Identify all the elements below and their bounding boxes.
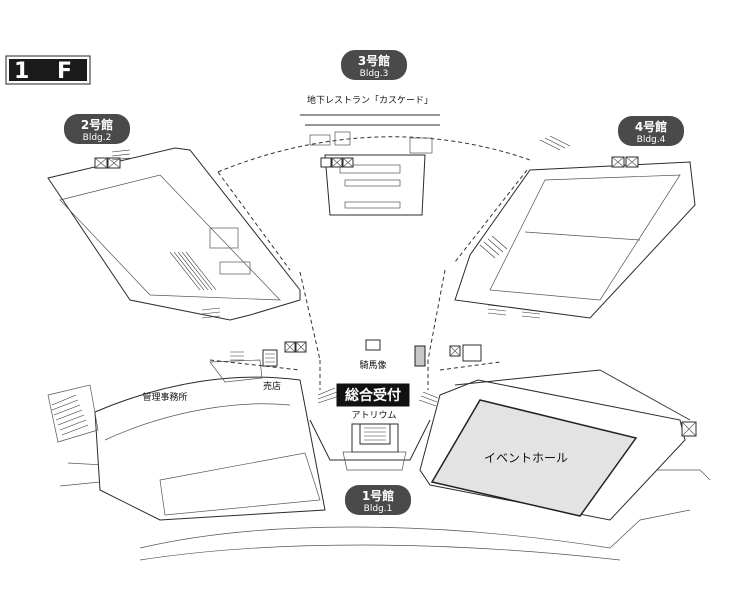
bldg3-plan	[300, 114, 440, 216]
reception-label: 総合受付	[345, 387, 401, 404]
bldg1-pill: 1号館 Bldg.1	[345, 485, 411, 515]
reception-box: 総合受付	[336, 383, 410, 407]
bldg2-sub: Bldg.2	[83, 133, 112, 143]
center-fixtures	[262, 339, 482, 407]
event-hall-label: イベントホール	[484, 451, 568, 465]
bldg2-plan	[47, 147, 301, 321]
bldg4-plan	[454, 135, 696, 319]
statue-label: 騎馬像	[359, 359, 386, 371]
bldg2-name: 2号館	[81, 117, 113, 132]
restaurant-label: 地下レストラン「カスケード」	[307, 94, 433, 106]
floor-label: 1 F	[14, 59, 82, 84]
bldg3-name: 3号館	[358, 53, 390, 68]
floor-badge: 1 F	[5, 55, 91, 85]
bldg1-west	[47, 351, 326, 521]
bldg1-sub: Bldg.1	[364, 504, 393, 514]
atrium-label: アトリウム	[351, 410, 396, 421]
bldg2-pill: 2号館 Bldg.2	[64, 114, 130, 144]
bldg3-sub: Bldg.3	[360, 69, 389, 79]
bldg4-sub: Bldg.4	[637, 135, 666, 145]
atrium-plan	[309, 419, 431, 471]
bldg4-pill: 4号館 Bldg.4	[618, 116, 684, 146]
shop-label: 売店	[263, 380, 281, 392]
admin-label: 管理事務所	[142, 391, 187, 403]
bldg4-name: 4号館	[635, 119, 667, 134]
bldg1-name: 1号館	[362, 488, 394, 503]
event-hall-area	[430, 399, 638, 517]
bldg3-pill: 3号館 Bldg.3	[341, 50, 407, 80]
